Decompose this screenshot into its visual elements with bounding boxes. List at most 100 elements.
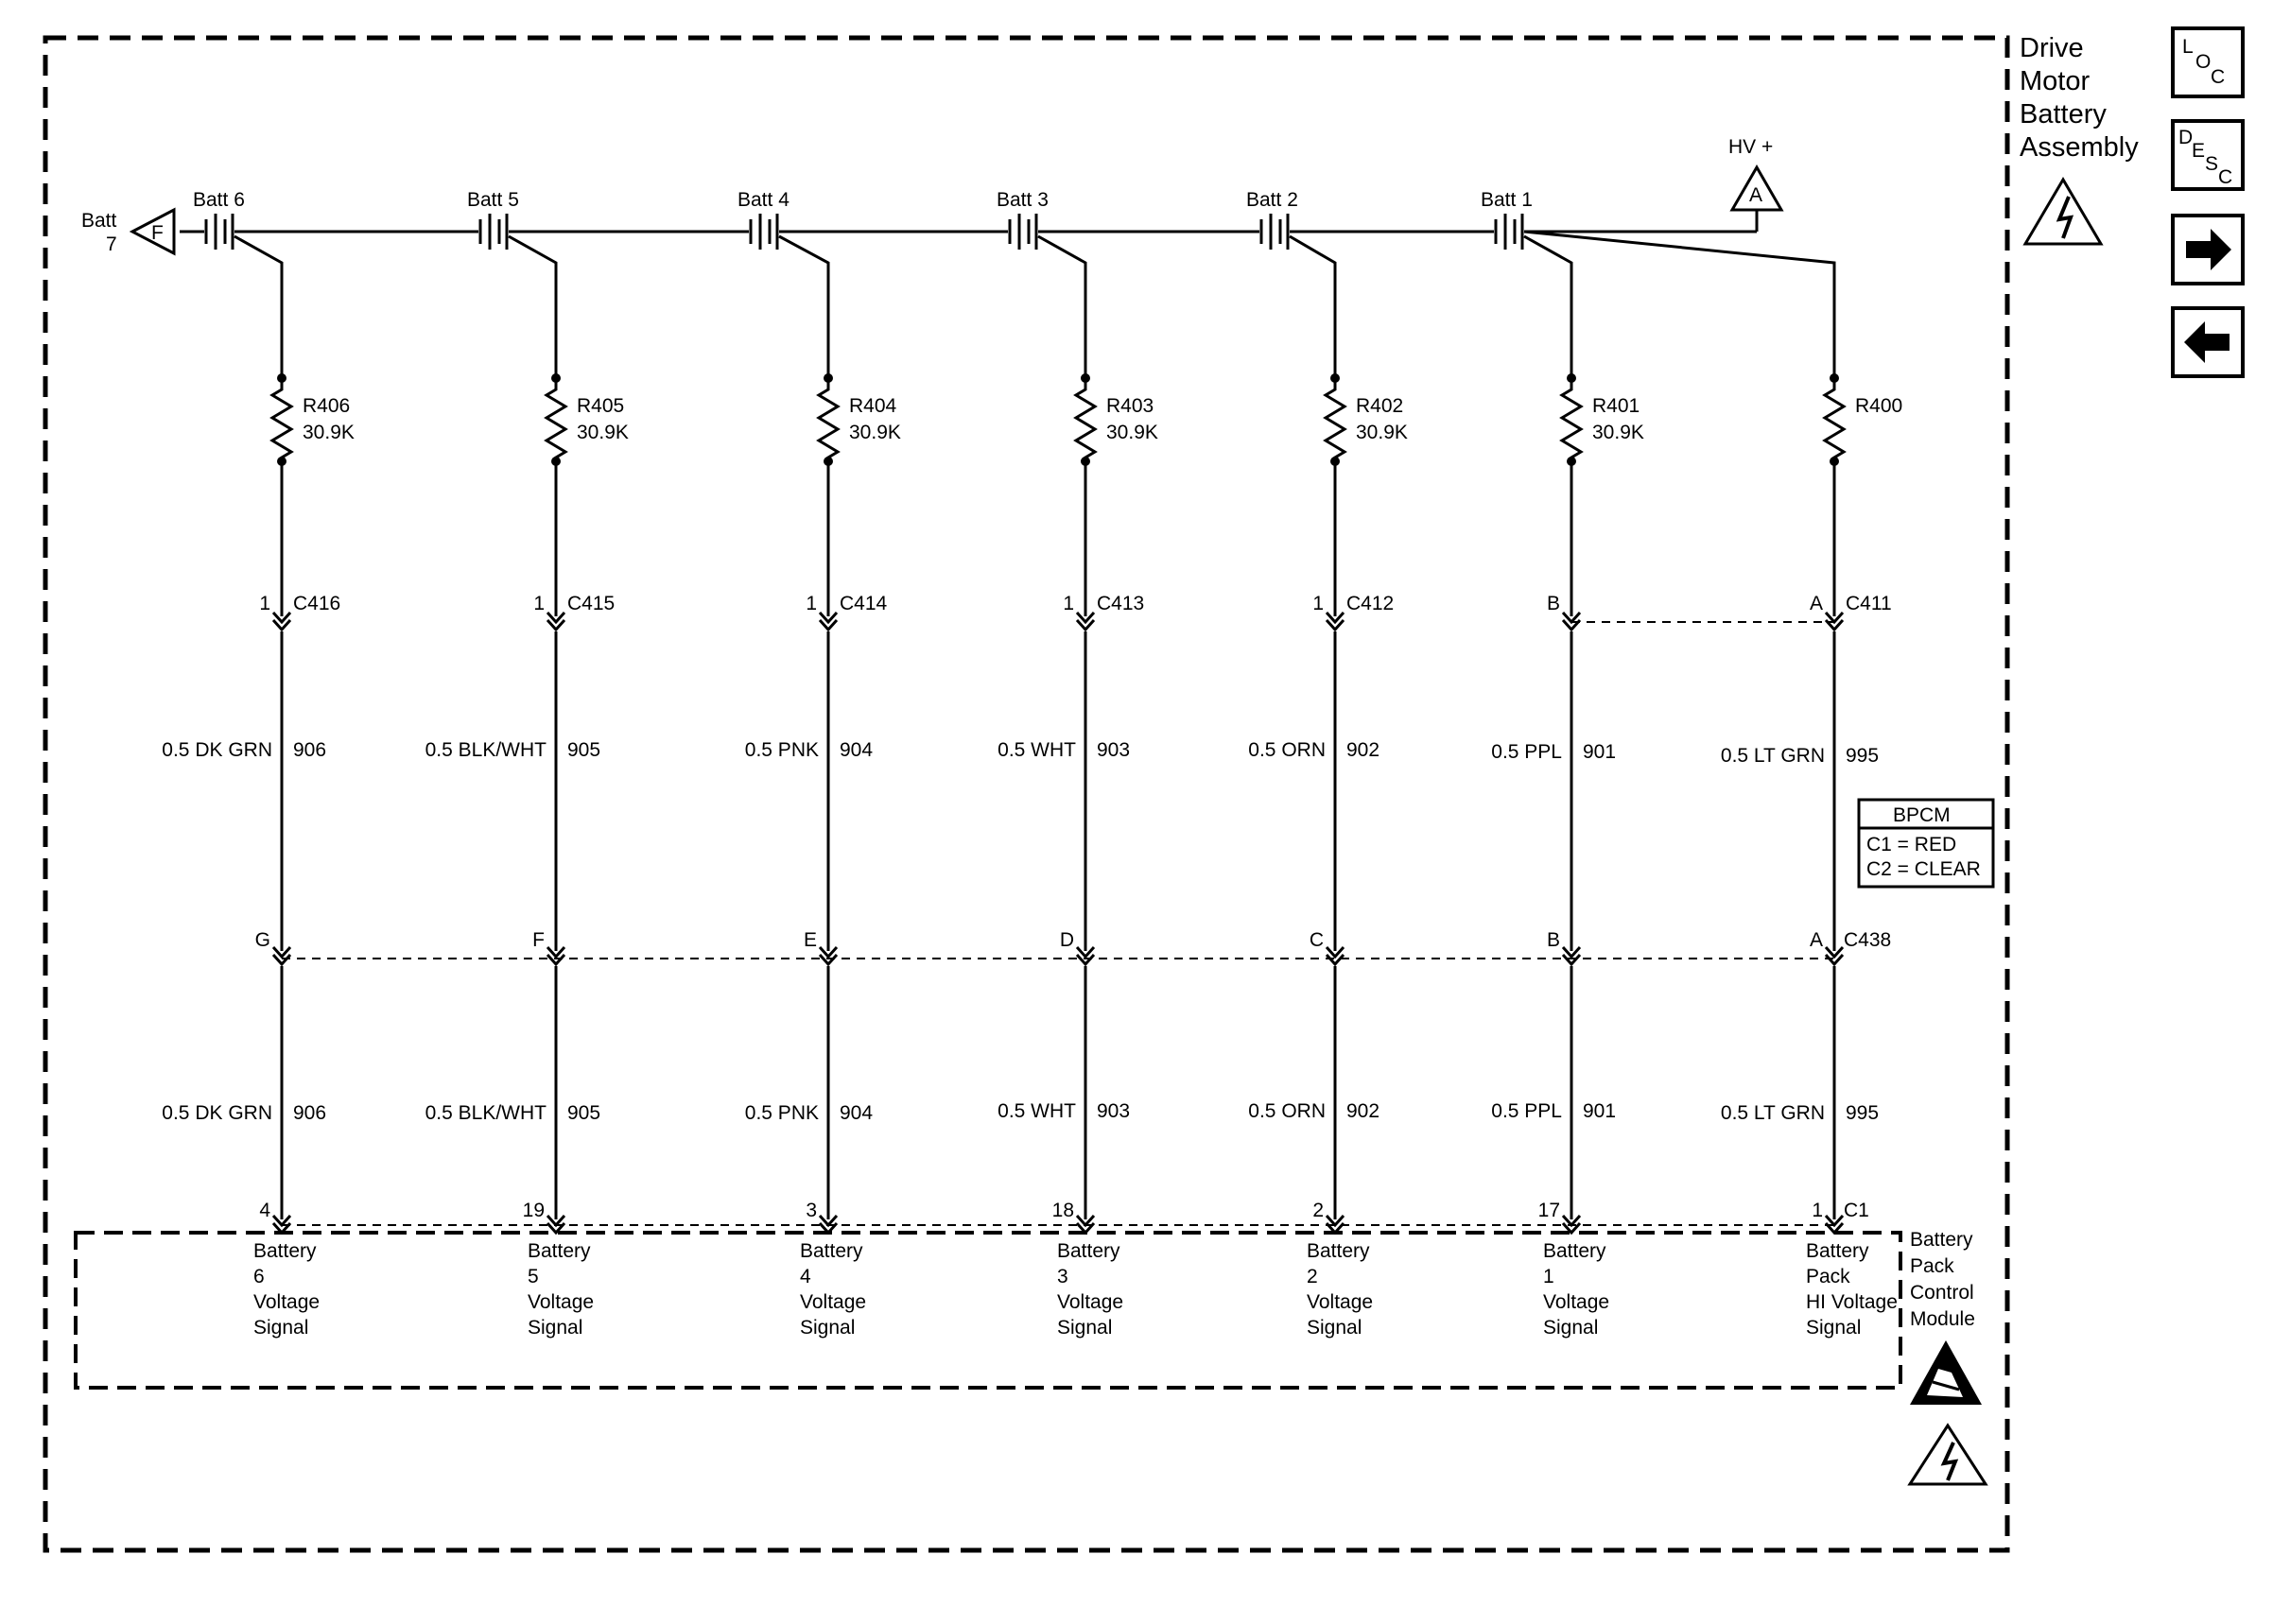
circuit-5-signal-line-4: Signal — [1543, 1317, 1598, 1339]
tap-wire-2 — [1289, 234, 1337, 378]
bpcm-table-row-2: C2 = CLEAR — [1866, 858, 1981, 880]
circuit-0-circuit-number-lower: 906 — [293, 1102, 326, 1124]
battery-cell-5 — [478, 214, 509, 250]
circuit-3-resistor-symbol — [1073, 378, 1098, 461]
circuit-5-circuit-number-upper: 901 — [1583, 741, 1616, 763]
module-name-line-1: Battery — [1910, 1229, 1973, 1251]
circuit-5-wire-color-lower: 0.5 PPL — [1491, 1100, 1562, 1122]
module-name-line-4: Module — [1910, 1308, 1975, 1330]
circuit-2-resistor-label: R404 — [849, 395, 897, 417]
circuit-4-circuit-number-lower: 902 — [1346, 1100, 1379, 1122]
circuit-2-signal-line-4: Signal — [800, 1317, 855, 1339]
arrow-right-icon — [2186, 229, 2231, 270]
circuit-4-signal-line-3: Voltage — [1307, 1291, 1373, 1313]
battery-cell-4 — [749, 214, 779, 250]
circuit-3-wire-color-lower: 0.5 WHT — [998, 1100, 1076, 1122]
circuit-0-inline-pin-label: 1 — [259, 593, 270, 614]
previous-page-button[interactable] — [2171, 306, 2245, 378]
circuit-2-inline-pin-label: 1 — [806, 593, 817, 614]
circuit-3-inline-connector-a — [1075, 611, 1096, 625]
circuit-6-signal-line-1: Battery — [1806, 1240, 1869, 1262]
circuit-0-c438-connector-b — [271, 953, 292, 967]
circuit-6-c438-pin-label: A — [1810, 929, 1823, 951]
circuit-0-inline-connector-b — [271, 618, 292, 632]
circuit-0-c438-connector-a — [271, 945, 292, 959]
electrostatic-discharge-icon — [1910, 1340, 1982, 1405]
c1-connector-label: C1 — [1844, 1200, 1869, 1221]
circuit-4-signal-line-1: Battery — [1307, 1240, 1370, 1262]
batt-7-label-line-1: Batt — [81, 210, 117, 232]
circuit-1-circuit-number-lower: 905 — [567, 1102, 600, 1124]
circuit-6-wire-color-lower: 0.5 LT GRN — [1721, 1102, 1825, 1124]
description-button[interactable]: D E S C — [2171, 119, 2245, 191]
tap-wire-1 — [1523, 234, 1573, 378]
loc-letter-c: C — [2211, 66, 2225, 88]
circuit-3-resistor-label: R403 — [1106, 395, 1154, 417]
circuit-4-c438-pin-label: C — [1310, 929, 1324, 951]
circuit-2-wire-color-upper: 0.5 PNK — [745, 739, 819, 761]
circuit-5-inline-connector-b — [1561, 618, 1582, 632]
circuit-2-c438-pin-label: E — [804, 929, 817, 951]
arrow-left-icon — [2184, 321, 2230, 363]
loc-letter-o: O — [2195, 51, 2211, 73]
circuit-1-circuit-number-upper: 905 — [567, 739, 600, 761]
bpcm-connector-table: BPCM C1 = RED C2 = CLEAR — [1857, 798, 1995, 889]
circuit-6-c1-pin-label: 1 — [1812, 1200, 1823, 1221]
circuit-4-resistor-value: 30.9K — [1356, 422, 1408, 443]
module-boundary — [74, 1231, 1902, 1390]
circuit-0-resistor-symbol — [269, 378, 294, 461]
circuit-6-c438-connector-b — [1824, 953, 1845, 967]
circuit-4-c1-connector-a — [1325, 1214, 1345, 1228]
circuit-4-wire-color-lower: 0.5 ORN — [1248, 1100, 1326, 1122]
batt-7-label-line-2: 7 — [106, 233, 117, 255]
next-page-button[interactable] — [2171, 214, 2245, 285]
circuit-4-resistor-label: R402 — [1356, 395, 1403, 417]
circuit-1-resistor-symbol — [544, 378, 568, 461]
loc-letter-l: L — [2182, 36, 2194, 58]
circuit-6-c1-connector-a — [1824, 1214, 1845, 1228]
circuit-5-c1-connector-b — [1561, 1221, 1582, 1235]
tap-wire-6 — [234, 234, 284, 378]
circuit-1-inline-connector-a — [546, 611, 566, 625]
assembly-boundary — [43, 35, 2010, 1553]
circuit-3-resistor-value: 30.9K — [1106, 422, 1158, 443]
tap-wire-4 — [778, 234, 830, 378]
circuit-3-c438-pin-label: D — [1060, 929, 1074, 951]
battery-cell-1 — [1494, 214, 1524, 250]
batt-7-terminal-label: F — [151, 222, 164, 244]
assembly-title-line-1: Drive — [2020, 33, 2084, 63]
circuit-4-inline-connector-b — [1325, 618, 1345, 632]
circuit-5-c1-pin-label: 17 — [1538, 1200, 1560, 1221]
circuit-5-inline-connector-a — [1561, 611, 1582, 625]
circuit-1-resistor-value: 30.9K — [577, 422, 629, 443]
circuit-6-c438-connector-a — [1824, 945, 1845, 959]
circuit-5-signal-line-1: Battery — [1543, 1240, 1606, 1262]
circuit-5-resistor-label: R401 — [1592, 395, 1640, 417]
circuit-1-c438-connector-b — [546, 953, 566, 967]
circuit-1-signal-line-2: 5 — [528, 1266, 539, 1287]
circuit-1-resistor-label: R405 — [577, 395, 624, 417]
circuit-2-c1-connector-a — [818, 1214, 839, 1228]
circuit-6-inline-connector-label: C411 — [1846, 593, 1892, 614]
circuit-2-signal-line-2: 4 — [800, 1266, 811, 1287]
circuit-0-c1-pin-label: 4 — [259, 1200, 270, 1221]
circuit-5-c438-connector-a — [1561, 945, 1582, 959]
circuit-6-signal-line-2: Pack — [1806, 1266, 1850, 1287]
circuit-0-inline-connector-a — [271, 611, 292, 625]
hv-plus-terminal-symbol — [1729, 164, 1784, 212]
batt-3-label: Batt 3 — [997, 189, 1049, 211]
circuit-2-signal-line-1: Battery — [800, 1240, 863, 1262]
circuit-3-inline-connector-label: C413 — [1097, 593, 1144, 614]
tap-wire-3 — [1037, 234, 1087, 378]
batt-1-label: Batt 1 — [1481, 189, 1533, 211]
location-button[interactable]: L O C — [2171, 26, 2245, 98]
circuit-1-signal-line-3: Voltage — [528, 1291, 594, 1313]
circuit-4-c438-connector-a — [1325, 945, 1345, 959]
circuit-6-inline-pin-label: A — [1810, 593, 1823, 614]
circuit-1-signal-line-4: Signal — [528, 1317, 582, 1339]
circuit-3-signal-line-2: 3 — [1057, 1266, 1068, 1287]
circuit-3-wire-color-upper: 0.5 WHT — [998, 739, 1076, 761]
circuit-1-inline-connector-label: C415 — [567, 593, 615, 614]
circuit-0-signal-line-2: 6 — [253, 1266, 265, 1287]
circuit-4-c438-connector-b — [1325, 953, 1345, 967]
